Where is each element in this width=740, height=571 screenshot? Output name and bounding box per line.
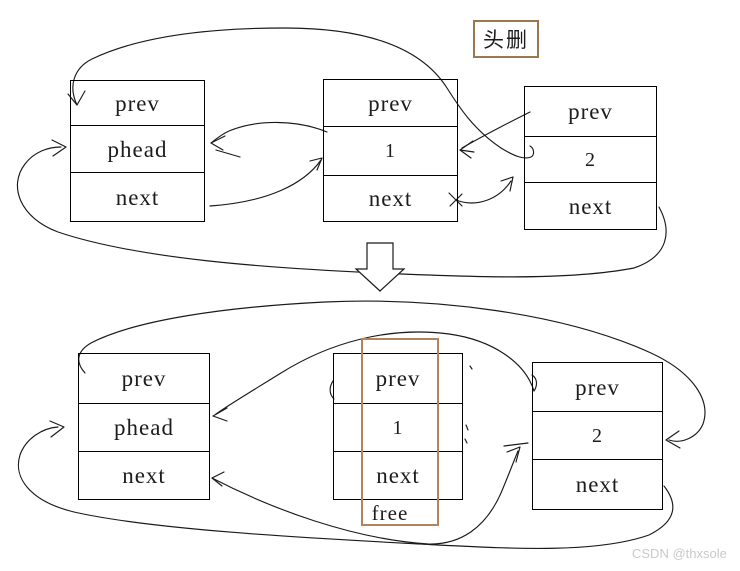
arrowhead <box>51 139 67 157</box>
node-cell-prev: prev <box>575 374 620 400</box>
transform-down-arrow-icon <box>354 242 406 292</box>
title-label: 头删 <box>483 28 529 52</box>
node-cell-next: next <box>71 172 204 221</box>
title-box-head-delete: 头删 <box>473 20 539 58</box>
start-tick <box>531 374 538 392</box>
arrow-phead-prev-to-2 <box>72 27 535 159</box>
node-cell-prev: prev <box>368 90 413 116</box>
arrowhead <box>309 157 323 171</box>
node-cell-next: next <box>533 459 662 509</box>
node-cell-next: next <box>334 451 462 499</box>
node-cell-prev: prev <box>121 366 167 391</box>
arrowhead <box>459 140 475 159</box>
node-cell-value: 1 <box>324 126 457 175</box>
free-node-highlight-box <box>361 338 439 526</box>
arrowhead <box>49 420 65 438</box>
node-cell-prev: prev <box>568 99 613 124</box>
arrowhead <box>503 442 529 463</box>
node-cell-value: 2 <box>525 136 656 182</box>
bottom-node-1: prev 1 next <box>333 353 463 500</box>
node-cell-next: next <box>324 175 457 221</box>
x-mark <box>448 192 463 207</box>
node-cell-value: 1 <box>334 403 462 451</box>
top-node-2: prev 2 next <box>524 86 657 230</box>
node-cell-prev: prev <box>375 366 421 391</box>
arrow-2-next-to-phead <box>16 146 667 278</box>
top-node-phead: prev phead next <box>70 80 205 222</box>
node-cell-value: phead <box>71 125 204 172</box>
node-cell-next: next <box>79 451 209 499</box>
arrowhead <box>210 135 241 158</box>
arrow-2-prev-to-1 <box>461 111 531 149</box>
node-cell-next: next <box>525 182 656 229</box>
arrow-2-prev-to-phead-bottom <box>215 331 535 415</box>
free-label: free <box>371 501 409 525</box>
node-cell-value: phead <box>79 403 209 451</box>
arrowhead <box>212 407 228 422</box>
arrow-2-next-to-phead-bottom <box>18 426 674 549</box>
top-node-1: prev 1 next <box>323 79 458 222</box>
sketch-mark <box>329 365 473 444</box>
arrowhead <box>67 90 86 106</box>
arrow-phead-next-to-2-bottom <box>211 450 519 545</box>
arrow-1-prev-to-phead <box>210 121 328 144</box>
arrowhead <box>500 176 514 192</box>
bottom-node-2: prev 2 next <box>532 362 663 510</box>
node-cell-value: 2 <box>533 411 662 459</box>
arrowhead <box>665 430 681 449</box>
bottom-node-phead: prev phead next <box>78 353 210 500</box>
arrow-1-next-to-2 <box>455 180 512 204</box>
node-cell-prev: prev <box>115 90 160 116</box>
arrow-phead-next-to-1 <box>209 159 322 207</box>
start-tick <box>211 471 225 487</box>
watermark: CSDN @thxsole <box>632 546 727 561</box>
arrow-phead-prev-to-2-bottom <box>78 300 706 442</box>
